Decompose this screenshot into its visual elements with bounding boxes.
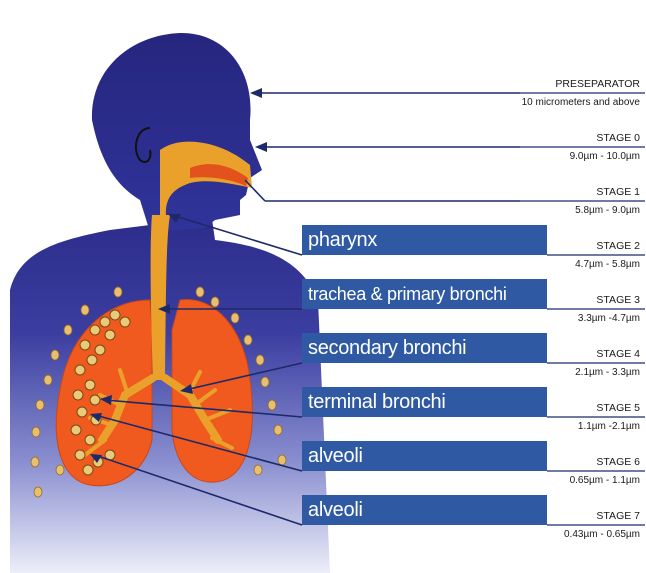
region-secondary-bronchi: secondary bronchi [302, 333, 547, 363]
stage-3-range: 3.3µm -4.7µm [578, 313, 640, 324]
region-pharynx: pharynx [302, 225, 547, 255]
region-alveoli: alveoli [302, 441, 547, 471]
stage-2-name: STAGE 2 [596, 240, 640, 252]
stage-0-name: STAGE 0 [596, 132, 640, 144]
stage-5-name: STAGE 5 [596, 402, 640, 414]
stage-7-range: 0.43µm - 0.65µm [564, 529, 640, 540]
stage-5-range: 1.1µm -2.1µm [578, 421, 640, 432]
stage-0-range: 9.0µm - 10.0µm [570, 151, 640, 162]
region-alveoli-deep: alveoli [302, 495, 547, 525]
stage-6-name: STAGE 6 [596, 456, 640, 468]
stage-4-range: 2.1µm - 3.3µm [575, 367, 640, 378]
region-terminal-bronchi: terminal bronchi [302, 387, 547, 417]
stage-1-name: STAGE 1 [596, 186, 640, 198]
stage-7-name: STAGE 7 [596, 510, 640, 522]
stage-2-range: 4.7µm - 5.8µm [575, 259, 640, 270]
stage-preseparator-name: PRESEPARATOR [555, 78, 640, 90]
stage-4-name: STAGE 4 [596, 348, 640, 360]
region-trachea-primary-bronchi: trachea & primary bronchi [302, 279, 547, 309]
stage-3-name: STAGE 3 [596, 294, 640, 306]
stage-1-range: 5.8µm - 9.0µm [575, 205, 640, 216]
stage-6-range: 0.65µm - 1.1µm [570, 475, 640, 486]
stage-preseparator-range: 10 micrometers and above [522, 97, 640, 108]
